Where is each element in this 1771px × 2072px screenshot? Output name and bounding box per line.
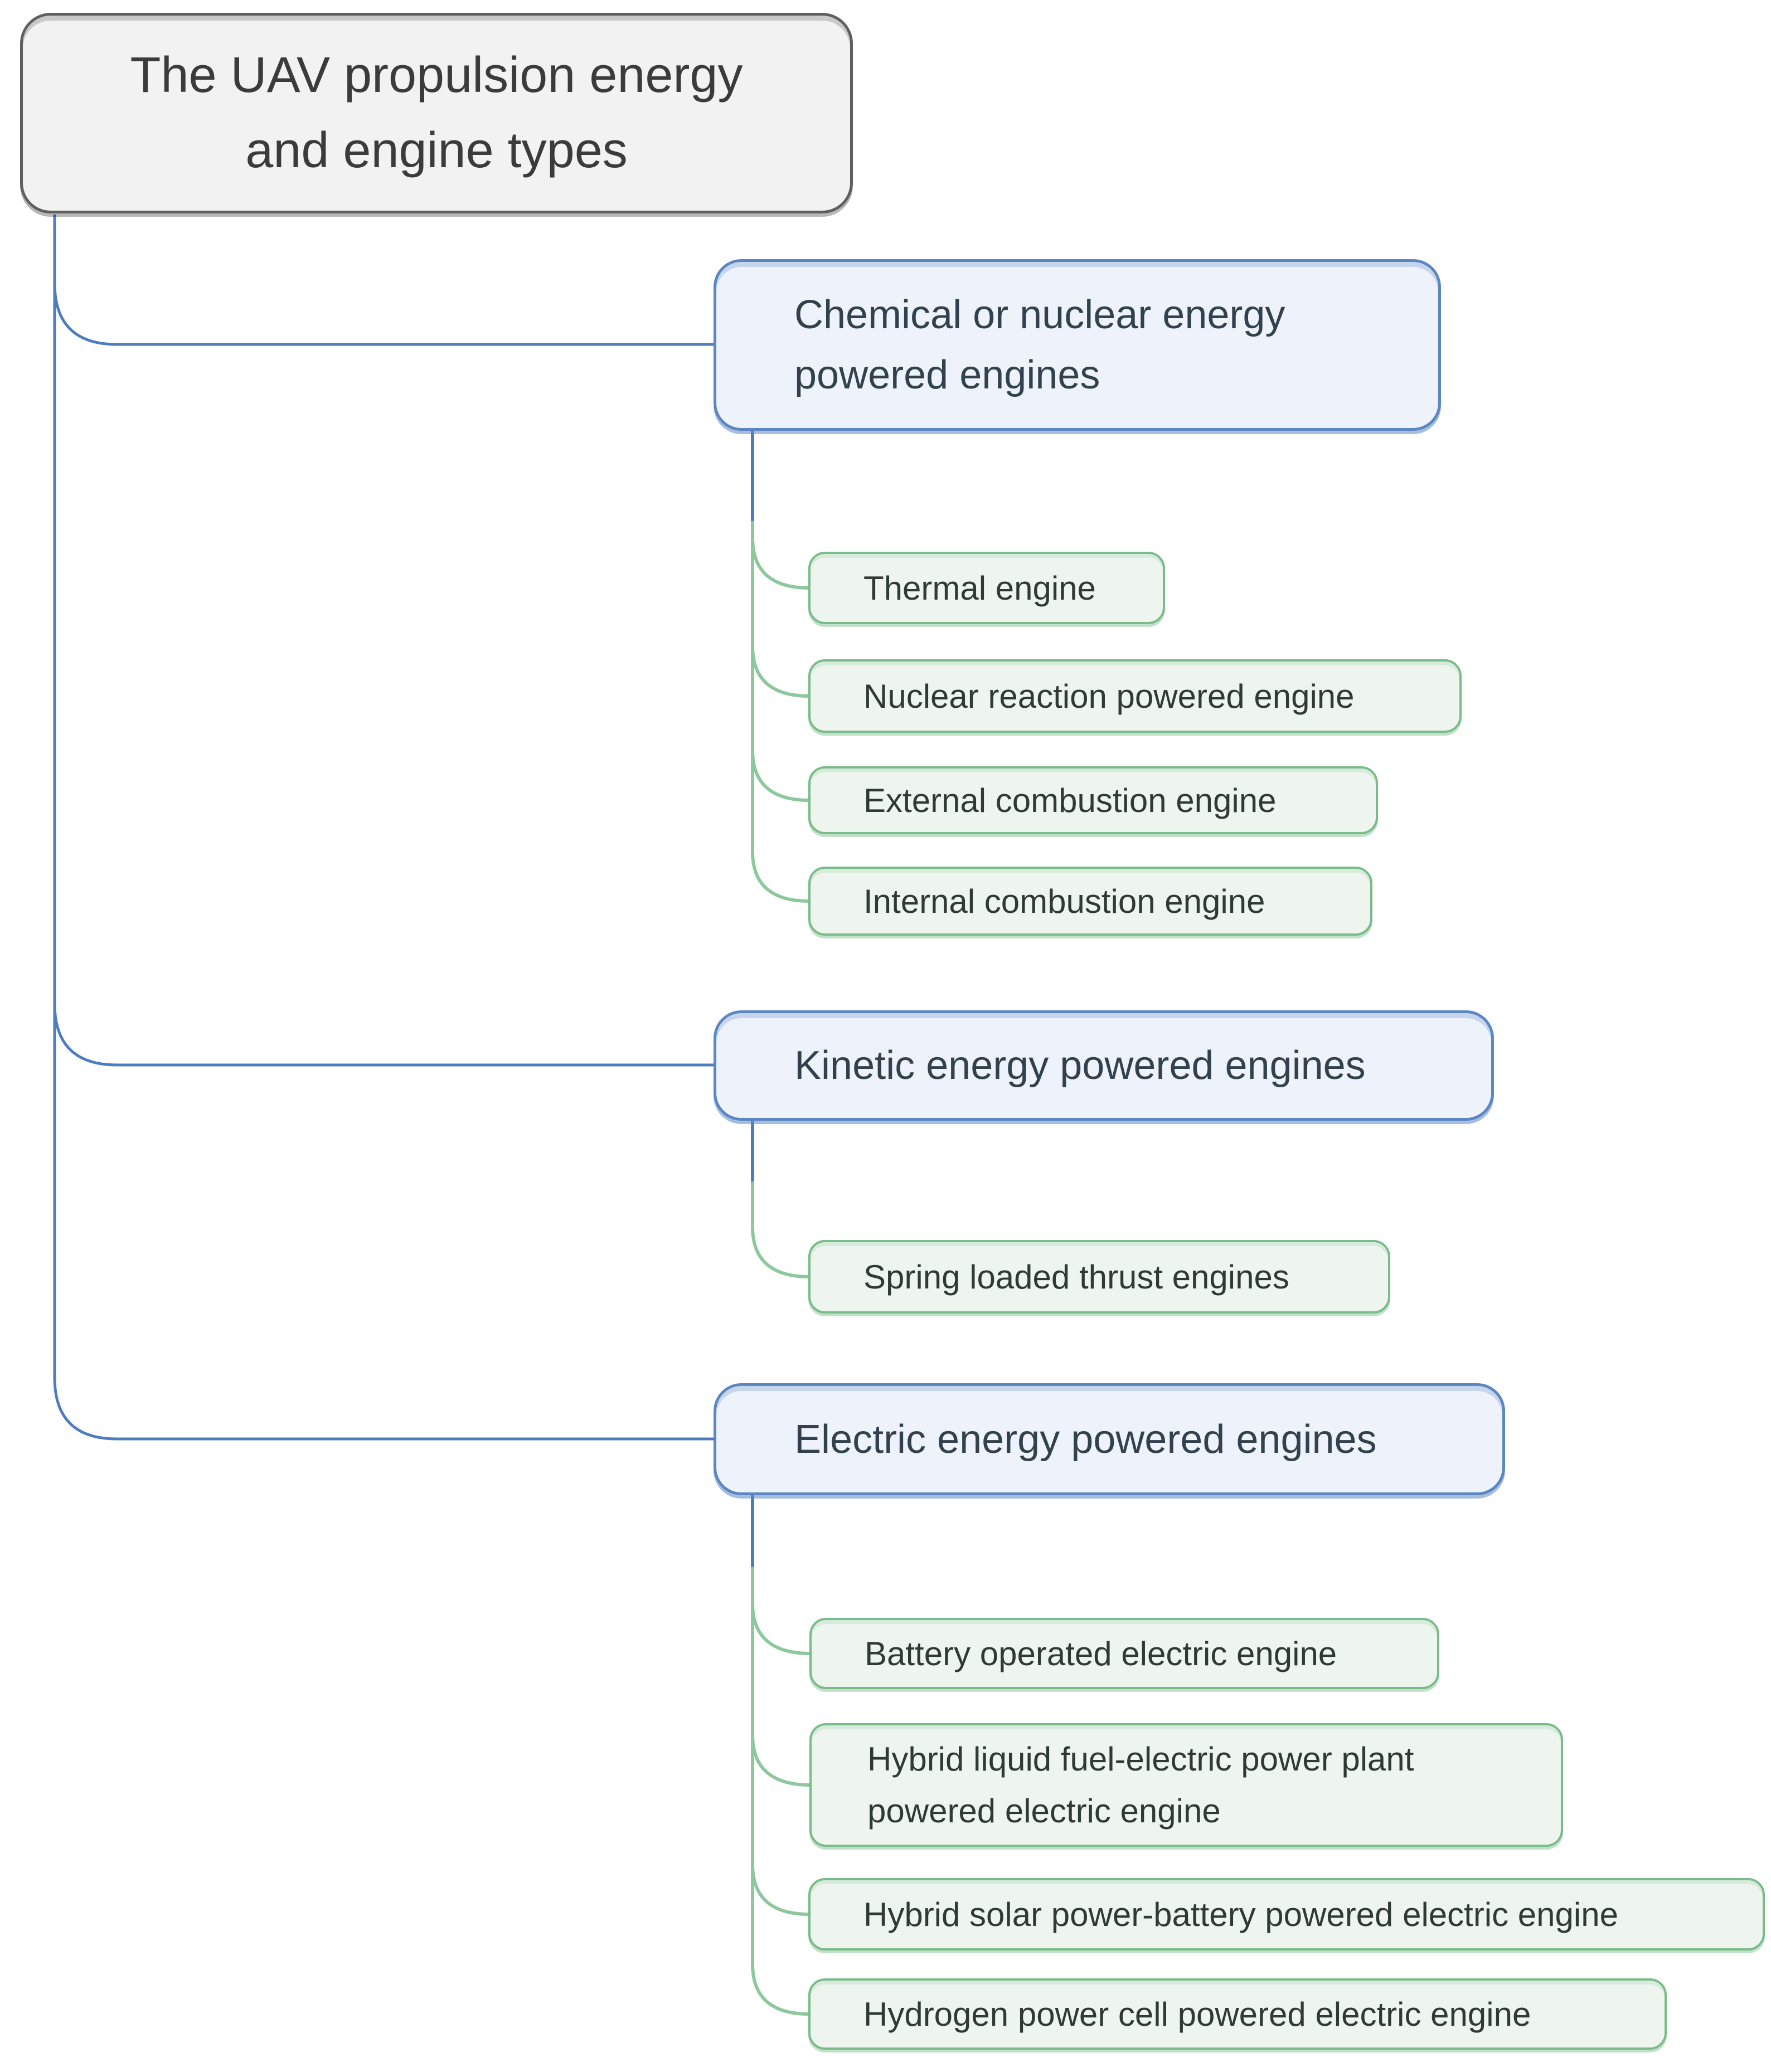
- child-node-spring-loaded: Spring loaded thrust engines: [808, 1240, 1390, 1314]
- child-node-label: Internal combustion engine: [863, 882, 1265, 920]
- child-node-label: Nuclear reaction powered engine: [863, 677, 1355, 715]
- child-node-label: Hydrogen power cell powered electric eng…: [863, 1995, 1531, 2033]
- connector-to-battery-operated: [751, 1603, 811, 1655]
- root-node-label: The UAV propulsion energy and engine typ…: [130, 47, 743, 178]
- child-node-label: External combustion engine: [863, 781, 1277, 819]
- child-node-hydrogen-cell: Hydrogen power cell powered electric eng…: [808, 1978, 1667, 2050]
- child-node-thermal-engine: Thermal engine: [808, 552, 1165, 624]
- connector-to-hybrid-solar: [751, 1864, 810, 1916]
- connector-root-to-branch-chemical: [53, 283, 714, 346]
- child-node-hybrid-solar: Hybrid solar power-battery powered elect…: [808, 1878, 1765, 1951]
- branch-node-kinetic: Kinetic energy powered engines: [714, 1010, 1494, 1121]
- connector-to-thermal-engine: [751, 537, 810, 590]
- connector-to-hydrogen-cell: [751, 1963, 810, 2016]
- child-node-label: Hybrid solar power-battery powered elect…: [863, 1895, 1618, 1933]
- connector-to-nuclear-reaction: [751, 645, 810, 698]
- child-node-label: Thermal engine: [863, 569, 1096, 607]
- child-node-external-combustion: External combustion engine: [808, 766, 1378, 834]
- connector-to-external-combustion: [751, 750, 810, 802]
- branch-node-label: Chemical or nuclear energy powered engin…: [794, 293, 1285, 397]
- root-node: The UAV propulsion energy and engine typ…: [20, 13, 853, 213]
- child-node-label: Spring loaded thrust engines: [863, 1258, 1289, 1296]
- child-node-nuclear-reaction: Nuclear reaction powered engine: [808, 659, 1462, 733]
- connector-to-hybrid-liquid: [751, 1734, 811, 1787]
- branch-node-electric: Electric energy powered engines: [714, 1383, 1505, 1495]
- branch-node-label: Electric energy powered engines: [794, 1417, 1377, 1462]
- child-node-label: Hybrid liquid fuel-electric power plant …: [867, 1740, 1414, 1830]
- connector-root-to-branch-kinetic: [53, 1003, 714, 1067]
- branch-node-chemical: Chemical or nuclear energy powered engin…: [714, 259, 1441, 431]
- connector-to-internal-combustion: [751, 851, 810, 903]
- child-node-hybrid-liquid: Hybrid liquid fuel-electric power plant …: [809, 1723, 1563, 1847]
- child-node-internal-combustion: Internal combustion engine: [808, 867, 1372, 936]
- branch-node-label: Kinetic energy powered engines: [794, 1043, 1366, 1088]
- child-node-battery-operated: Battery operated electric engine: [809, 1618, 1439, 1689]
- connector-to-spring-loaded: [751, 1226, 810, 1278]
- child-node-label: Battery operated electric engine: [865, 1635, 1337, 1672]
- connector-root-to-branch-electric: [53, 215, 714, 1441]
